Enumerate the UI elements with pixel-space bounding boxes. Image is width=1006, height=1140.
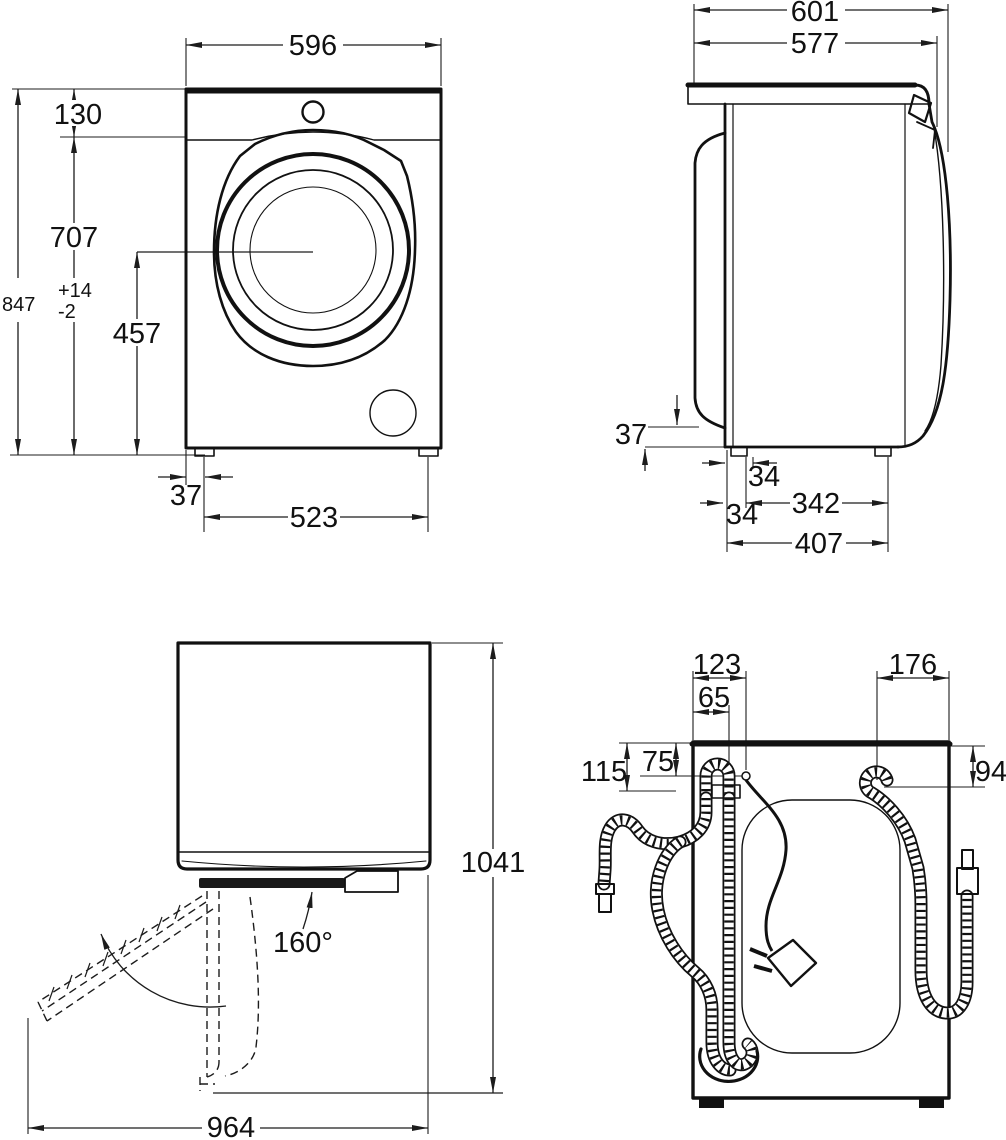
door-outer-contour (212, 128, 417, 368)
top-view-door-open: 1041 964 160° (27, 641, 529, 1140)
machine-foot (699, 1098, 724, 1108)
dim-width-door-open: 964 (207, 1112, 255, 1140)
dim-body-height: 707 (50, 222, 98, 254)
inlet-hose (858, 765, 979, 1020)
machine-foot (194, 447, 215, 457)
door-window (232, 169, 394, 331)
drain-hose-clip (711, 784, 741, 799)
side-view: 601 577 37 34 342 34 407 (615, 0, 952, 560)
door-hatch-ticks (48, 904, 181, 1002)
door-side-bulge (896, 102, 952, 449)
drum-opening (249, 186, 377, 314)
top-dimension-lines (27, 642, 503, 1134)
dim-panel-height: 130 (54, 99, 102, 131)
dim-cord-outlet-depth: 75 (642, 746, 674, 778)
angle-leader-arrow (302, 891, 313, 930)
door-opening-angle: 160° (273, 927, 333, 959)
dim-inlet-hose-offset: 176 (889, 649, 937, 681)
dim-door-center-height: 457 (113, 318, 161, 350)
rear-view: 123 65 176 115 75 94 (581, 649, 1006, 1108)
dim-foot-span: 407 (795, 528, 843, 560)
open-door-edge (37, 895, 203, 1003)
dim-rear-gap: 37 (615, 419, 647, 451)
front-machine-outline (184, 87, 443, 457)
dim-inlet-depth: 94 (975, 756, 1006, 788)
machine-foot (919, 1098, 944, 1108)
dim-rear-foot-offset: 34 (748, 461, 780, 493)
dim-rear-panel-offset: 34 (726, 499, 758, 531)
dim-front-height: 847 +14 -2 (2, 280, 96, 323)
dim-drain-outlet-offset: 123 (693, 649, 741, 681)
dim-depth-with-door: 601 (791, 0, 839, 28)
machine-foot (418, 447, 439, 457)
dim-side-foot-spacing: 342 (792, 488, 840, 520)
tub-bulge-outline (741, 799, 901, 1054)
hose-holder-clip (907, 93, 933, 124)
power-plug (766, 938, 818, 988)
dim-depth-door-open: 1041 (461, 847, 526, 879)
dim-foot-spacing: 523 (290, 502, 338, 534)
machine-foot (874, 446, 892, 457)
program-knob (301, 100, 325, 124)
side-machine-outline (685, 82, 952, 457)
dim-drain-clip-depth: 115 (581, 756, 627, 788)
rear-machine-outline (689, 740, 953, 1108)
dim-front-width: 596 (289, 30, 337, 62)
dim-foot-edge-offset: 37 (170, 480, 202, 512)
hose-guide-boot (698, 1047, 760, 1084)
control-panel-line (185, 131, 442, 141)
machine-foot (730, 446, 748, 457)
drain-filter-cap (369, 389, 417, 437)
power-cord (741, 771, 818, 988)
front-view: 596 847 +14 -2 130 707 457 37 523 (0, 30, 443, 534)
dim-drain-hose-offset: 65 (698, 682, 730, 714)
drain-hose (595, 757, 760, 1084)
door-swing-arc (100, 933, 227, 1008)
dim-depth-body: 577 (791, 28, 839, 60)
rear-cover-bulge (693, 131, 727, 430)
top-machine-outline (176, 641, 432, 893)
door-swing-dashed (37, 891, 313, 1091)
door-seal-bar (199, 878, 345, 888)
door-rim (215, 152, 411, 348)
cord-outlet (741, 771, 751, 781)
door-handle (344, 870, 399, 893)
